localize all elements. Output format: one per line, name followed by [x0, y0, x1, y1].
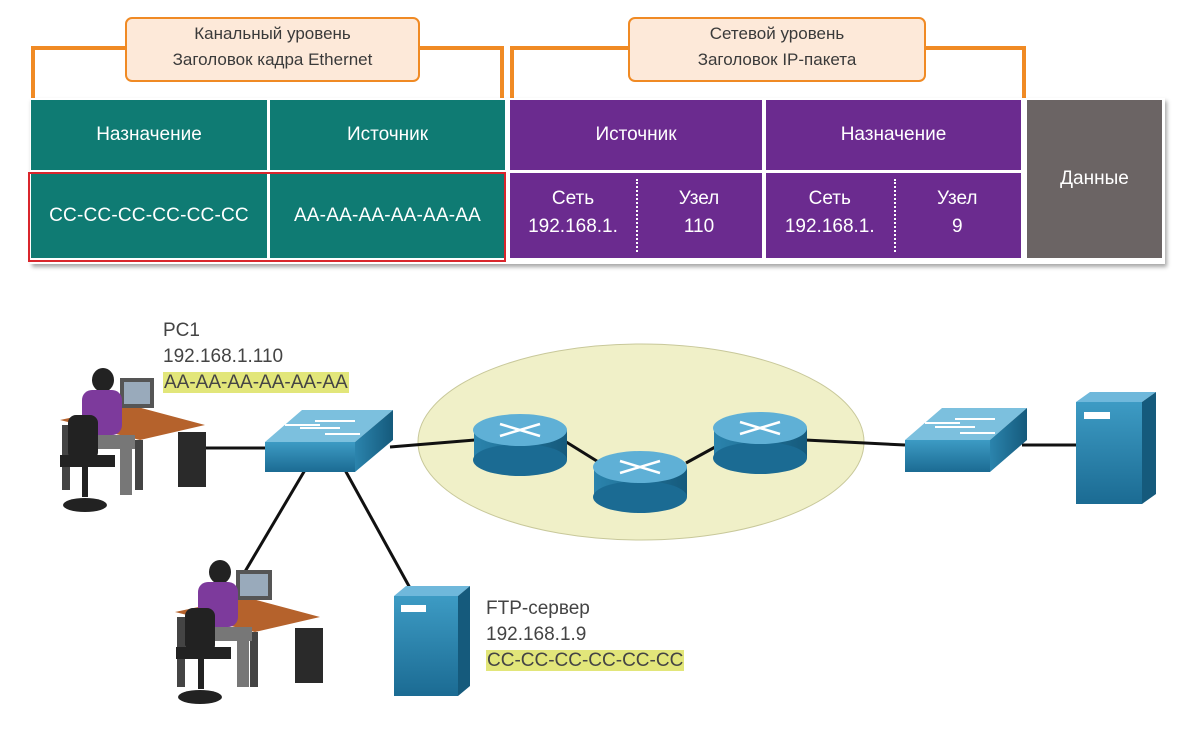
src-mac-value: AA-AA-AA-AA-AA-AA — [270, 173, 505, 258]
dest-ip-address: Сеть 192.168.1. Узел 9 — [766, 173, 1021, 258]
src-net-value: 192.168.1. — [528, 216, 618, 237]
switch-icon[interactable] — [265, 410, 393, 472]
mac-selection-outline — [28, 172, 506, 262]
network-title: Сетевой уровень — [709, 24, 845, 43]
dotted-divider — [893, 179, 896, 252]
pc-workstation-icon[interactable] — [175, 560, 323, 704]
data-cell: Данные — [1027, 100, 1162, 258]
ftp-mac: CC-CC-CC-CC-CC-CC — [486, 650, 685, 671]
src-host-value: 110 — [683, 216, 715, 237]
pc1-name: PC1 — [163, 320, 200, 341]
src-host-label: Узел — [678, 188, 720, 209]
dest-net-label: Сеть — [808, 188, 851, 209]
switch-icon[interactable] — [905, 408, 1027, 472]
pc1-mac: AA-AA-AA-AA-AA-AA — [163, 372, 349, 393]
dest-host-part: Узел 9 — [894, 185, 1022, 241]
dest-mac-value: CC-CC-CC-CC-CC-CC — [31, 173, 267, 258]
dest-mac-header: Назначение — [31, 100, 267, 170]
network-subtitle: Заголовок IP-пакета — [697, 50, 857, 69]
network-diagram — [60, 343, 1156, 704]
src-network-part: Сеть 192.168.1. — [510, 185, 636, 241]
pc1-label: PC1 192.168.1.110 AA-AA-AA-AA-AA-AA — [163, 318, 349, 396]
network-bracket-label: Сетевой уровень Заголовок IP-пакета — [628, 17, 926, 82]
pc-workstation-icon[interactable] — [60, 368, 206, 512]
src-ip-header: Источник — [510, 100, 762, 170]
server-icon[interactable] — [394, 586, 470, 696]
dest-net-value: 192.168.1. — [784, 216, 875, 237]
ftp-name: FTP-сервер — [486, 598, 590, 619]
router-icon[interactable] — [713, 412, 807, 474]
src-host-part: Узел 110 — [636, 185, 762, 241]
dotted-divider — [636, 179, 638, 252]
src-net-label: Сеть — [551, 188, 595, 209]
dest-host-label: Узел — [936, 188, 978, 209]
datalink-title: Канальный уровень — [194, 24, 351, 43]
ftp-ip: 192.168.1.9 — [486, 624, 587, 645]
dest-ip-header: Назначение — [766, 100, 1021, 170]
src-ip-address: Сеть 192.168.1. Узел 110 — [510, 173, 762, 258]
datalink-bracket-label: Канальный уровень Заголовок кадра Ethern… — [125, 17, 420, 82]
src-mac-header: Источник — [270, 100, 505, 170]
pc1-ip: 192.168.1.110 — [163, 346, 284, 367]
router-icon[interactable] — [593, 451, 687, 513]
server-icon[interactable] — [1076, 392, 1156, 504]
bracket-lines — [31, 46, 1026, 98]
router-icon[interactable] — [473, 414, 567, 476]
dest-host-value: 9 — [951, 216, 963, 237]
ftp-label: FTP-сервер 192.168.1.9 CC-CC-CC-CC-CC-CC — [486, 596, 685, 674]
datalink-subtitle: Заголовок кадра Ethernet — [172, 50, 373, 69]
dest-network-part: Сеть 192.168.1. — [766, 185, 894, 241]
